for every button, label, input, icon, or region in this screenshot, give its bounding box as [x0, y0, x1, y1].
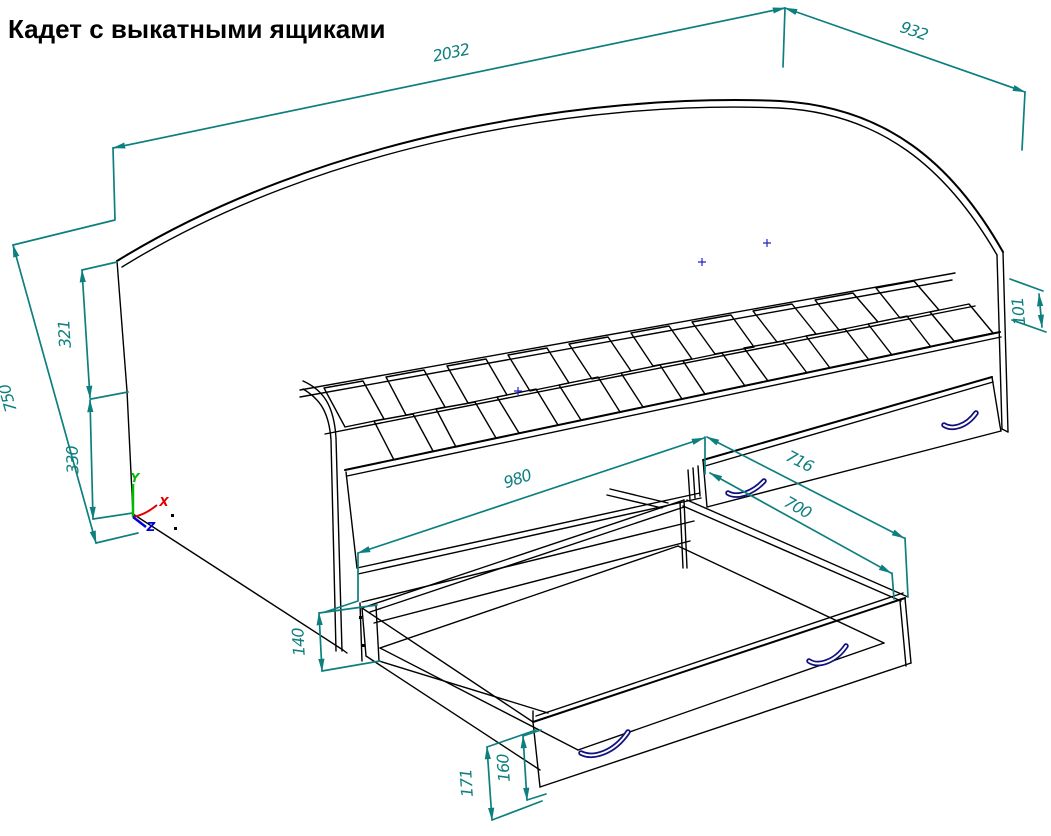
pulled-out-drawer-box [361, 499, 912, 788]
dim-length-label: 2032 [431, 39, 472, 65]
footboard-panel [996, 251, 1009, 433]
dim-front-171: 171 [456, 729, 543, 821]
dim-depth-label: 932 [898, 17, 931, 44]
dim-rail-101: 101 [1008, 278, 1047, 333]
point-markers [514, 239, 771, 395]
bed-slats-front-row [373, 303, 994, 461]
axis-z-label: Z [146, 520, 156, 534]
dim-rail-offset-label: 101 [1008, 297, 1029, 326]
installed-drawer-front [702, 376, 1002, 508]
pulled-drawer-handle-right [806, 643, 849, 667]
ucs-axis-icon: Y X Z [131, 471, 170, 534]
dim-length-2032: 2032 [12, 7, 786, 246]
dim-front-height-label: 171 [456, 769, 477, 798]
dim-drawer-inner-label: 700 [781, 492, 815, 522]
dim-plinth-140: 140 [288, 604, 381, 672]
axis-y-label: Y [131, 471, 141, 485]
dim-side-height-label: 160 [493, 753, 514, 782]
dimension-annotations: 2032 932 750 321 330 [0, 7, 1047, 821]
drill-marks [171, 514, 365, 647]
axis-x-label: X [158, 495, 169, 509]
dim-opening-label: 980 [501, 465, 534, 492]
dim-base-label: 330 [63, 445, 83, 474]
bed-wireframe [116, 99, 1009, 788]
dim-drawer-700: 700 [709, 472, 895, 600]
installed-drawer-handle-right [941, 410, 979, 430]
dim-backrest-label: 321 [54, 320, 75, 349]
drawer-handles [578, 410, 979, 758]
dim-depth-932: 932 [784, 7, 1026, 151]
pulled-drawer-handle-left [578, 729, 631, 758]
dim-drawer-length-label: 716 [783, 446, 817, 476]
dim-plinth-label: 140 [288, 627, 308, 656]
bed-slats-back-row [323, 280, 940, 428]
center-support-beam [324, 305, 976, 435]
dim-height-label: 750 [0, 382, 21, 414]
backrest-panel [116, 99, 1004, 398]
headboard-panel [116, 260, 348, 654]
dim-side-160: 160 [493, 729, 547, 801]
dim-base-330: 330 [63, 399, 134, 520]
dim-height-750: 750 [0, 244, 139, 544]
dim-backrest-321: 321 [54, 261, 129, 400]
